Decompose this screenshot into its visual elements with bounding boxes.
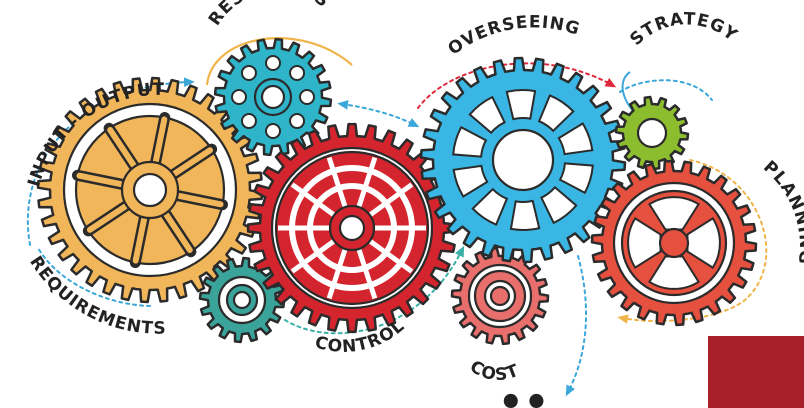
label-control: CONTROL [313, 316, 409, 357]
arrow-requirements-left [37, 247, 151, 307]
partial-glyph: •• [498, 380, 549, 408]
gears-layer [36, 37, 758, 346]
label-strategy: STRATEGY [626, 9, 741, 50]
gear-yellow [36, 76, 264, 304]
label-overseeing: OVERSEEING [445, 12, 583, 59]
arrow-resources-control [337, 100, 420, 128]
arrow-planning [617, 159, 768, 324]
gear-green [614, 95, 690, 171]
gear-teal-green [198, 256, 286, 344]
gear-teal-small [213, 37, 333, 157]
arrow-cost-down [565, 255, 588, 397]
gear-red [246, 122, 458, 334]
gear-salmon [450, 246, 550, 346]
gear-blue [419, 56, 627, 264]
label-resources: RESOURCES [205, 0, 333, 29]
arrow-strategy [619, 79, 713, 101]
corner-box [708, 336, 804, 408]
gear-orange-red [590, 159, 758, 327]
